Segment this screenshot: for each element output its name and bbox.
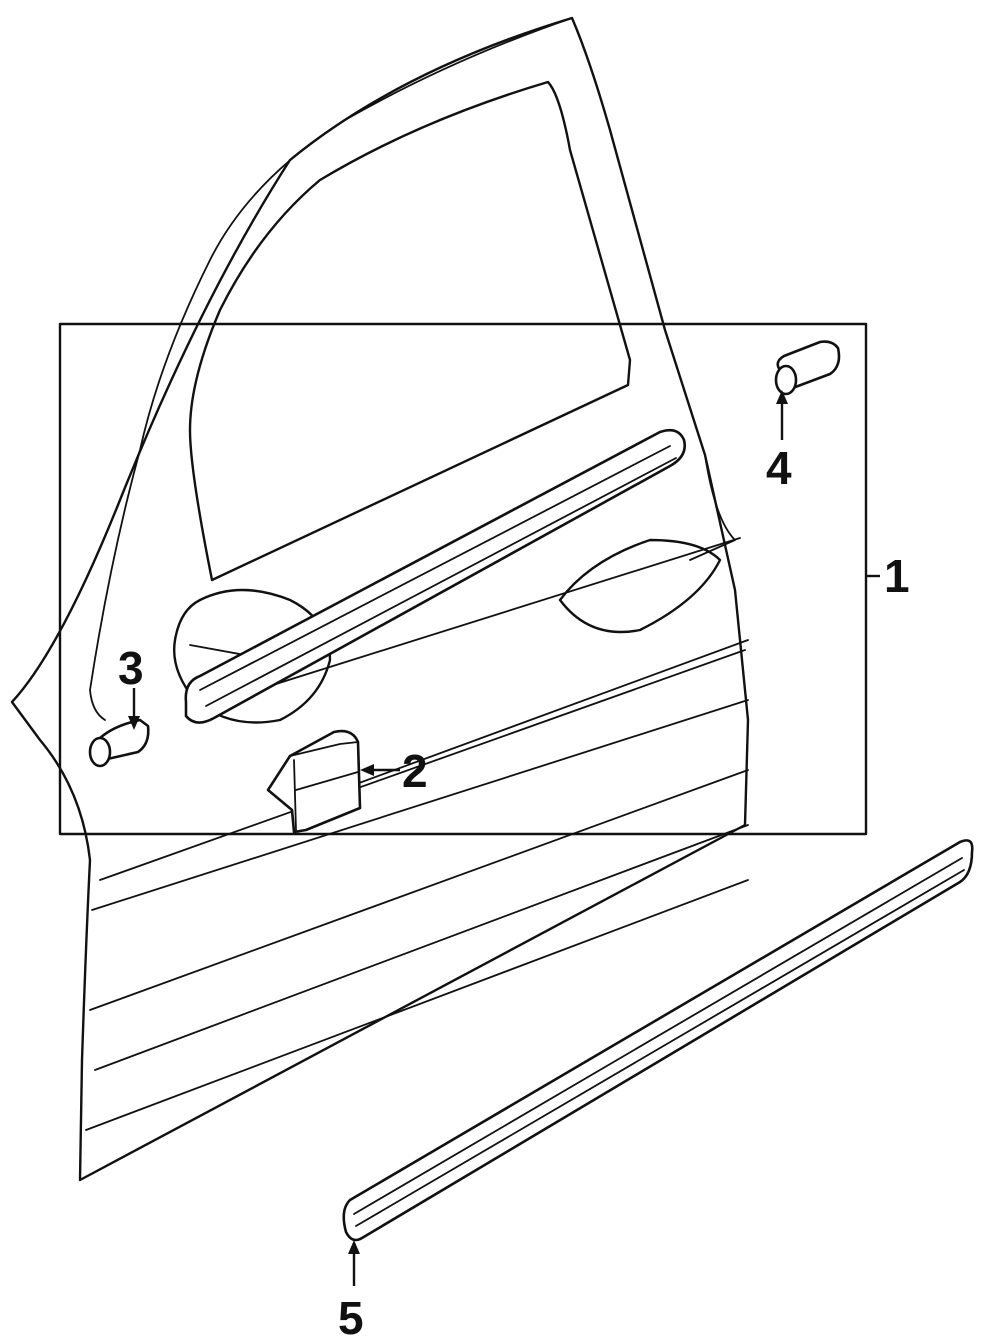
door-handle-recess bbox=[558, 538, 722, 634]
callout-2: 2 bbox=[402, 745, 428, 797]
end-cap-face bbox=[88, 736, 112, 768]
part-5-side-moulding bbox=[342, 839, 974, 1242]
side-mirror bbox=[173, 588, 332, 724]
window-inner-edge bbox=[89, 17, 573, 721]
body-line-7 bbox=[339, 639, 749, 791]
leader-3 bbox=[128, 688, 140, 730]
clip-mid bbox=[295, 771, 359, 791]
callout-1: 1 bbox=[884, 550, 910, 602]
side-moulding-edge-1 bbox=[353, 857, 963, 1215]
part-3-end-cap bbox=[88, 718, 150, 768]
callout-3: 3 bbox=[118, 642, 144, 694]
body-line-5 bbox=[94, 824, 749, 1071]
belt-moulding-edge-2 bbox=[205, 457, 677, 707]
body-line-2 bbox=[99, 649, 746, 881]
part-2-clip bbox=[266, 729, 362, 834]
clip-top bbox=[289, 741, 359, 757]
leader-4 bbox=[776, 390, 788, 440]
body-line-3 bbox=[91, 699, 749, 911]
belt-moulding bbox=[184, 428, 686, 724]
leader-2 bbox=[360, 764, 400, 776]
assembly-box bbox=[58, 322, 868, 836]
clip-face bbox=[293, 759, 297, 831]
part-4-end-cap bbox=[774, 340, 841, 396]
belt-moulding-edge bbox=[199, 445, 671, 691]
side-moulding-edge-2 bbox=[355, 869, 965, 1227]
leader-5 bbox=[348, 1240, 360, 1286]
body-line-6 bbox=[85, 879, 749, 1131]
clip-body bbox=[266, 729, 362, 834]
callout-4: 4 bbox=[766, 442, 792, 494]
window-opening bbox=[188, 80, 632, 582]
side-moulding-strip bbox=[342, 839, 974, 1242]
door-crease-upper bbox=[689, 454, 736, 561]
body-line-4 bbox=[89, 769, 749, 1011]
body-line-1 bbox=[224, 537, 741, 701]
callout-5: 5 bbox=[338, 1292, 364, 1341]
rear-cap-face bbox=[774, 364, 798, 396]
